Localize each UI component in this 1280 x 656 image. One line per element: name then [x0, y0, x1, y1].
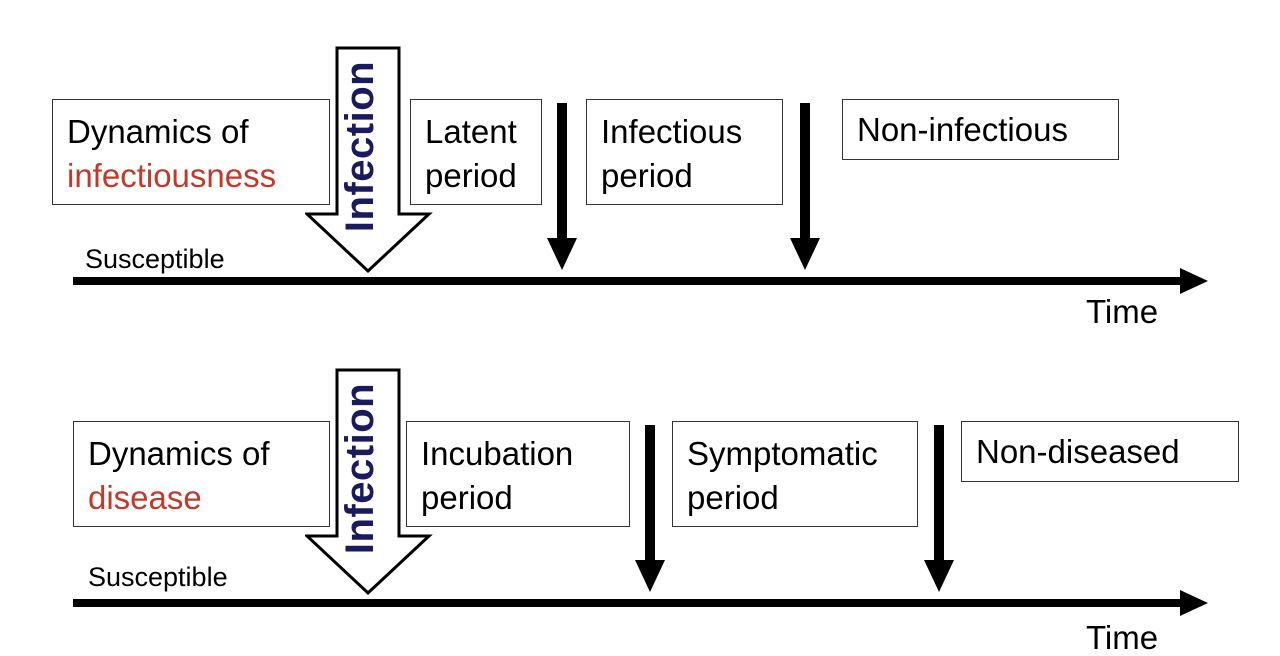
infectiousness-panel: Dynamics of infectiousness Infection Lat…: [52, 46, 1208, 330]
susceptible-label: Susceptible: [85, 244, 225, 274]
stage-line-1: Infectious: [601, 113, 743, 150]
infection-arrow-icon: Infection: [305, 368, 435, 598]
stage-line-2: period: [601, 157, 693, 194]
stage-line-2: period: [687, 479, 779, 516]
title-line-2: infectiousness: [67, 157, 277, 194]
stage-line-1: Symptomatic: [687, 435, 878, 472]
down-arrow-icon: [635, 425, 665, 592]
stage-line-1: Non-diseased: [976, 433, 1180, 470]
timeline-axis: [73, 599, 1185, 607]
incubation-period-box: Incubation period: [406, 421, 630, 527]
infectiousness-title-box: Dynamics of infectiousness: [52, 99, 330, 205]
timeline-arrowhead-icon: [1180, 268, 1208, 294]
stage-line-1: Non-infectious: [857, 111, 1068, 148]
timeline-arrowhead-icon: [1180, 590, 1208, 616]
down-arrow-icon: [924, 425, 954, 592]
susceptible-label: Susceptible: [88, 562, 228, 592]
down-arrow-icon: [790, 103, 820, 270]
down-arrow-icon: [547, 103, 577, 270]
time-axis-label: Time: [1086, 293, 1159, 330]
stage-line-2: period: [425, 157, 517, 194]
title-line-1: Dynamics of: [88, 435, 270, 472]
title-line-1: Dynamics of: [67, 113, 249, 150]
title-line-2: disease: [88, 479, 202, 516]
time-axis-label: Time: [1086, 619, 1159, 656]
non-infectious-box: Non-infectious: [842, 99, 1119, 160]
timeline-axis: [73, 277, 1185, 285]
infectious-period-box: Infectious period: [586, 99, 783, 205]
infection-label: Infection: [338, 60, 383, 232]
stage-line-2: period: [421, 479, 513, 516]
disease-panel: Dynamics of disease Infection Incubation…: [0, 322, 1280, 656]
infection-arrow-icon: Infection: [305, 46, 435, 276]
non-diseased-box: Non-diseased: [961, 421, 1239, 482]
disease-title-box: Dynamics of disease: [73, 421, 330, 527]
symptomatic-period-box: Symptomatic period: [672, 421, 918, 527]
stage-line-1: Incubation: [421, 435, 574, 472]
stage-line-1: Latent: [425, 113, 517, 150]
infection-label: Infection: [338, 382, 383, 554]
latent-period-box: Latent period: [410, 99, 542, 205]
